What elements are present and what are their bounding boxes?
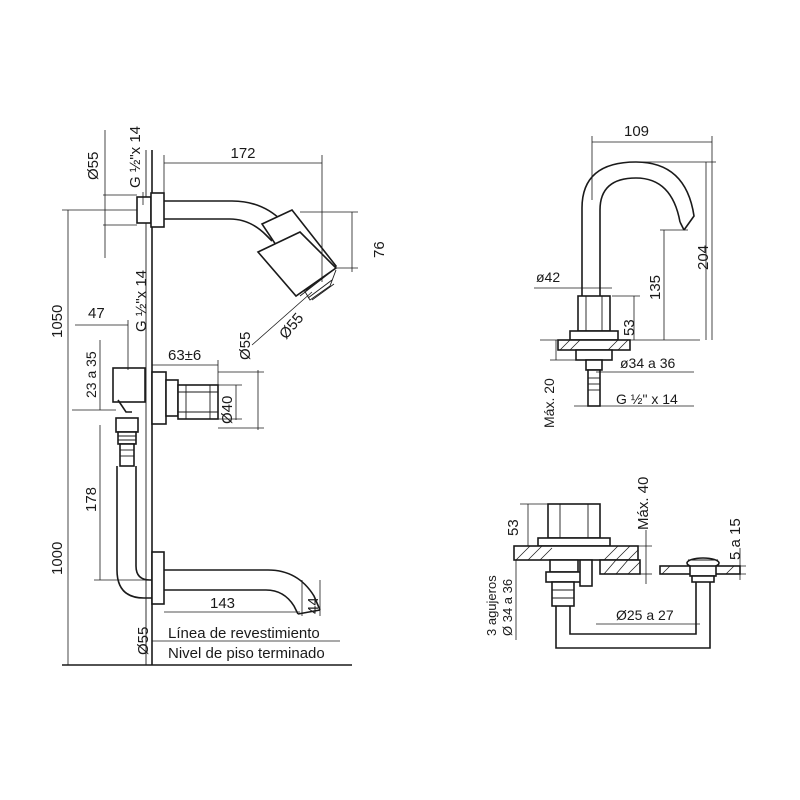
- dim-thread-mid: G ½"x 14: [133, 270, 150, 332]
- dim-head-height: 76: [371, 241, 388, 258]
- dim-pipe-length: 178: [83, 487, 100, 512]
- shower-head: [256, 209, 338, 301]
- dim-outlet-diameter: Ø55: [85, 152, 102, 180]
- top-flange: [136, 196, 152, 224]
- dim-wall-range: 23 a 35: [83, 351, 99, 398]
- bottom-flange: [151, 551, 165, 605]
- bidet-pipe: [555, 580, 711, 649]
- tub-spout: [164, 569, 321, 615]
- dim-bottom-diameter: Ø55: [135, 627, 152, 655]
- dim-offset: 47: [88, 305, 105, 322]
- dim-drain-range: 5 a 15: [727, 518, 744, 560]
- bidet-body: [547, 503, 601, 539]
- dim-pipe-range: Ø25 a 27: [616, 607, 674, 623]
- shower-assembly: 172 Ø55 G ½"x 14 76 Ø55 1050 G ½"x 14 47…: [49, 126, 388, 666]
- dim-arm-length: 172: [230, 145, 255, 162]
- supply-fitting: [115, 417, 139, 467]
- dim-thread-top: G ½"x 14: [127, 126, 144, 188]
- dim-base-height: 53: [621, 319, 638, 336]
- dim-body-height: 53: [505, 519, 522, 536]
- dim-hole-range: ø34 a 36: [620, 355, 675, 371]
- dim-base-diameter: ø42: [536, 269, 560, 285]
- dim-handle-diameter-inner: Ø40: [219, 396, 236, 424]
- label-cladding-line: Línea de revestimiento: [168, 625, 320, 642]
- bidet-drain: [659, 557, 741, 583]
- dim-spout-height: 135: [647, 275, 664, 300]
- basin-faucet: 109 204 135 ø42 53 ø34 a 36 Máx. 20 G ½"…: [534, 123, 716, 428]
- bidet-set: 53 Máx. 40 5 a 15 3 agujeros Ø 34 a 36 Ø…: [484, 477, 746, 649]
- valve-handle: [177, 384, 219, 420]
- dim-max-thickness: Máx. 40: [635, 477, 652, 530]
- dim-holes-label: 3 agujeros: [484, 575, 499, 636]
- dim-floor-height: 1000: [49, 542, 66, 575]
- dim-thread: G ½" x 14: [616, 391, 678, 407]
- dim-spout-reach: 109: [624, 123, 649, 140]
- valve-body: [112, 367, 146, 403]
- dim-head-diameter: Ø55: [276, 310, 307, 343]
- dim-spout-height: 44: [305, 597, 322, 614]
- basin-body: [577, 295, 611, 332]
- dim-spout-length: 143: [210, 595, 235, 612]
- dim-total-height: 1050: [49, 305, 66, 338]
- dim-total-height: 204: [695, 245, 712, 270]
- dim-max-thickness: Máx. 20: [541, 378, 557, 428]
- label-floor-level: Nivel de piso terminado: [168, 645, 325, 662]
- mixer-valve: [112, 367, 219, 425]
- dim-handle-depth: 63±6: [168, 347, 201, 364]
- basin-spout: [581, 161, 695, 296]
- dim-holes-range: Ø 34 a 36: [500, 579, 515, 636]
- dim-handle-diameter-outer: Ø55: [237, 332, 254, 360]
